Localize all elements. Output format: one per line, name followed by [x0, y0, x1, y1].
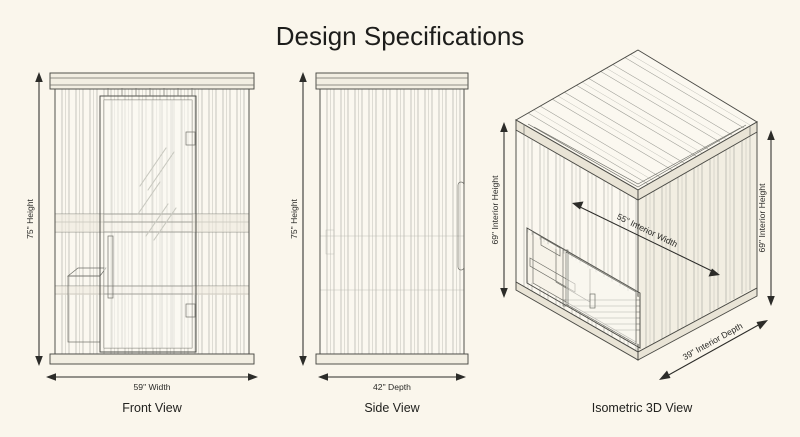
iso-glass-door — [562, 249, 637, 345]
iso-control-panel — [540, 236, 561, 257]
front-roof-cap — [49, 72, 255, 90]
front-width-label: 59" Width — [134, 382, 171, 392]
isometric-view-caption: Isometric 3D View — [592, 401, 693, 415]
iso-left-height-label: 69" Interior Height — [490, 175, 500, 245]
door-handle-icon — [107, 235, 114, 299]
side-base — [315, 353, 469, 365]
side-handle-icon — [457, 181, 465, 271]
front-view-caption: Front View — [122, 401, 182, 415]
door-hinge-icon — [185, 131, 196, 318]
front-base — [49, 353, 255, 365]
front-vent — [107, 88, 193, 96]
side-height-label: 75" Height — [289, 198, 299, 238]
front-view-drawing — [49, 72, 255, 365]
page-title: Design Specifications — [276, 21, 525, 51]
iso-left-height-dimension: 69" Interior Height — [490, 122, 508, 298]
side-depth-dimension: 42" Depth — [318, 373, 466, 392]
front-width-dimension: 59" Width — [46, 373, 258, 392]
isometric-view-drawing — [515, 49, 758, 361]
side-view-drawing — [315, 72, 469, 365]
side-height-dimension: 75" Height — [289, 72, 307, 366]
glass-reflection — [137, 147, 177, 241]
front-height-dimension: 75" Height — [25, 72, 43, 366]
iso-right-height-dimension: 69" Interior Height — [757, 130, 775, 306]
side-roof-cap — [315, 72, 469, 90]
front-height-label: 75" Height — [25, 198, 35, 238]
front-door — [99, 95, 197, 353]
side-depth-label: 42" Depth — [373, 382, 411, 392]
iso-right-height-label: 69" Interior Height — [757, 183, 767, 253]
side-view-caption: Side View — [364, 401, 420, 415]
